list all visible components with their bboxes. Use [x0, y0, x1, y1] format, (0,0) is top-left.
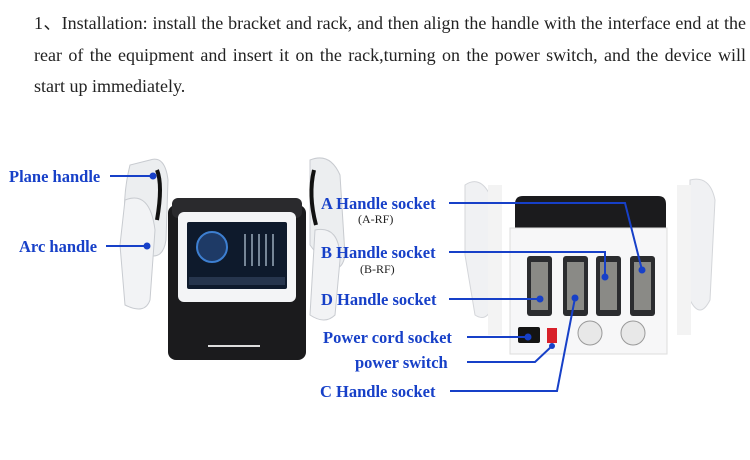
- power-cord-socket-label: Power cord socket: [323, 328, 452, 347]
- installation-instructions: 1、Installation: install the bracket and …: [34, 13, 746, 96]
- c-handle-socket-label: C Handle socket: [320, 382, 436, 401]
- b-rf-label: (B-RF): [360, 262, 395, 276]
- plane-handle-label: Plane handle: [9, 167, 100, 186]
- b-handle-socket-label: B Handle socket: [321, 243, 436, 262]
- power-switch[interactable]: [547, 328, 557, 343]
- power-switch-label: power switch: [355, 353, 448, 372]
- d-handle-socket-label: D Handle socket: [321, 290, 437, 309]
- front-device-image: [119, 157, 346, 360]
- a-rf-label: (A-RF): [358, 212, 393, 226]
- a-handle-socket-label: A Handle socket: [321, 194, 436, 213]
- rear-device-image: [464, 178, 716, 355]
- arc-handle-label: Arc handle: [19, 237, 97, 256]
